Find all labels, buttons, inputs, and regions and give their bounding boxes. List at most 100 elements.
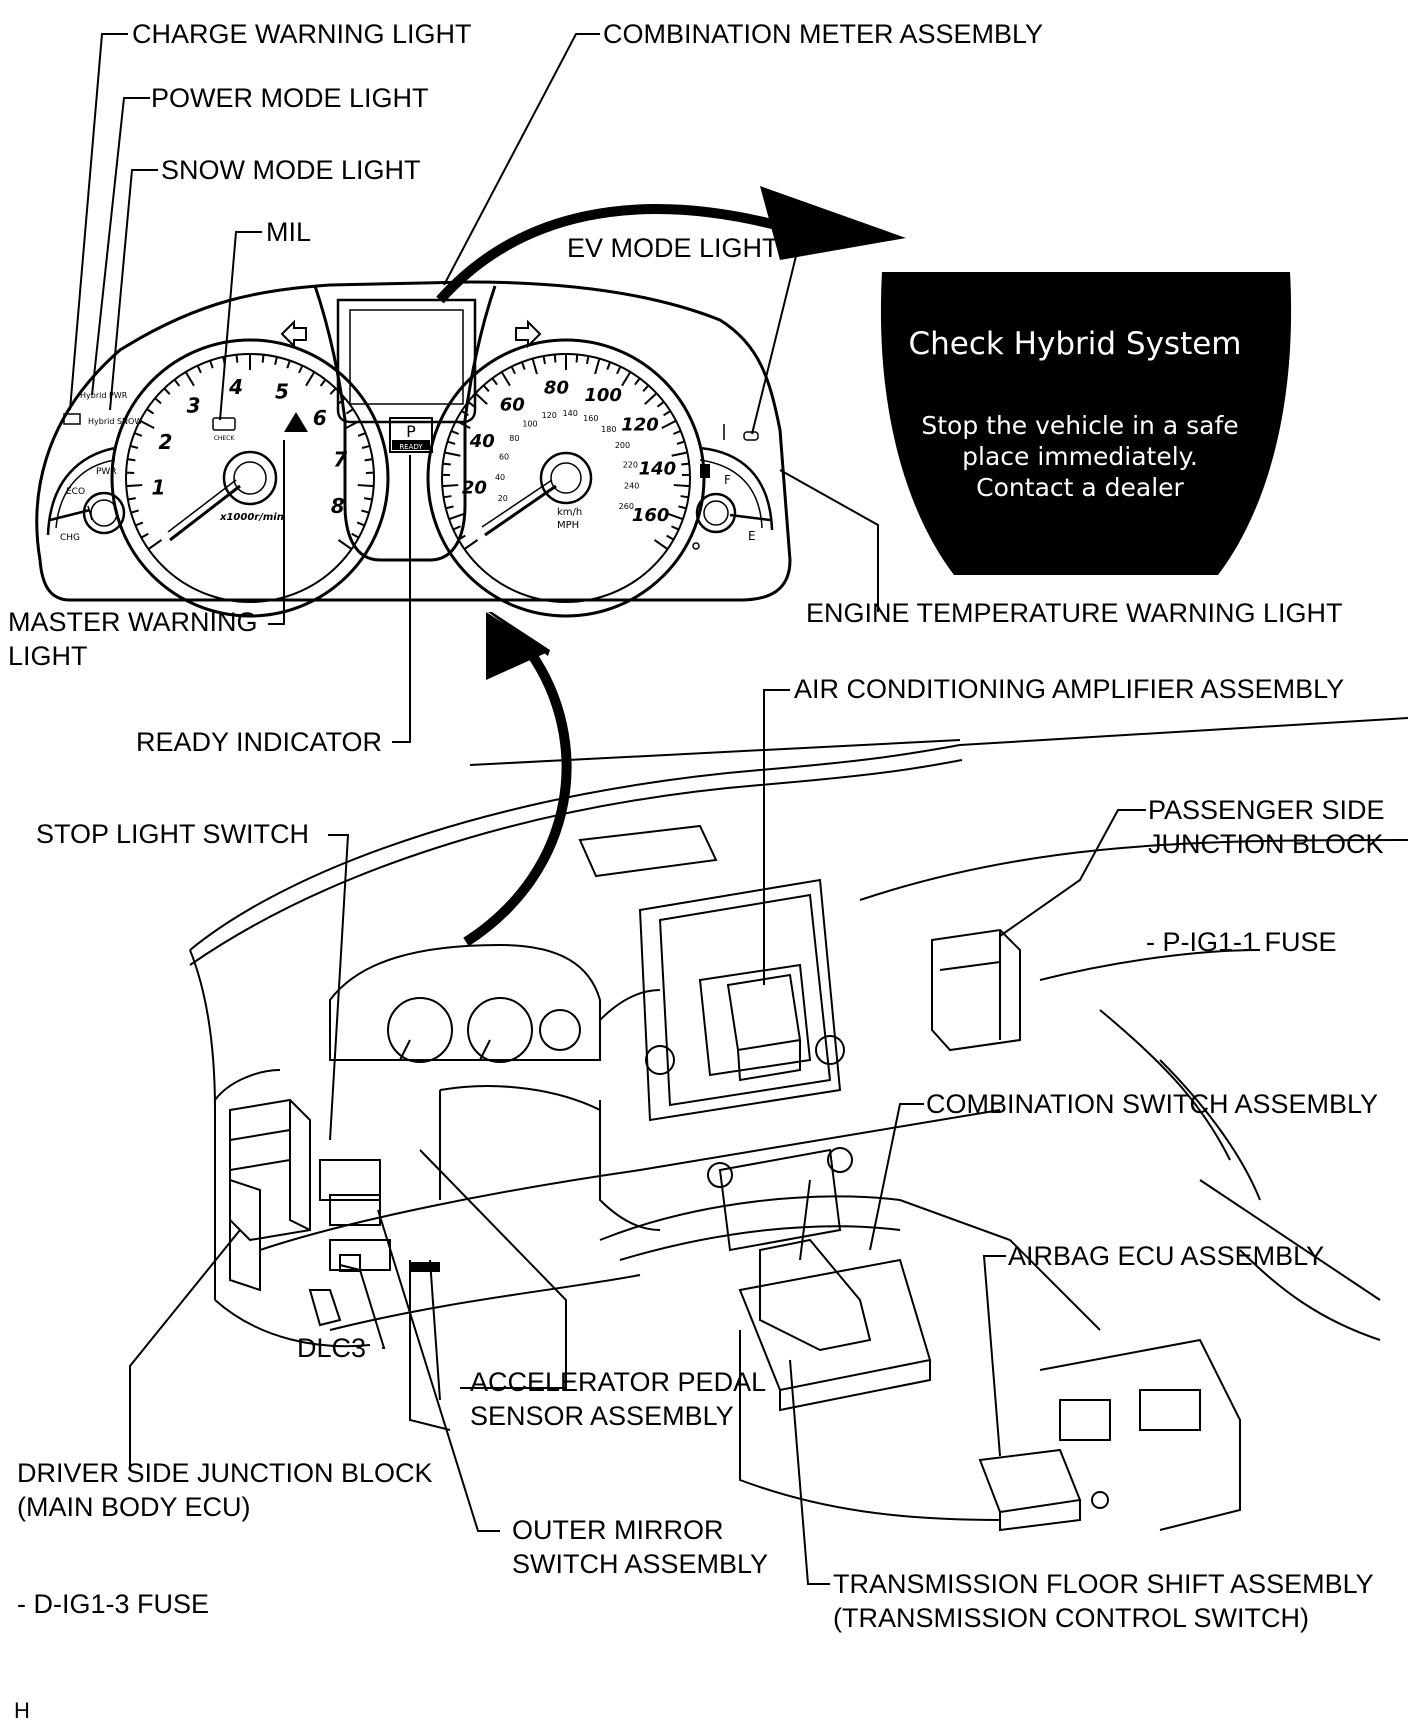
fuel-e-text: E (748, 529, 756, 543)
speedo-tick (642, 384, 650, 393)
tach-tick (173, 379, 181, 387)
arrow-to-display-head (760, 186, 906, 260)
speedo-tick (671, 451, 688, 457)
tach-unit-text: x1000r/min (219, 512, 284, 523)
tach-number: 1 (152, 476, 166, 500)
speedo-mph-number: 40 (469, 431, 495, 452)
tach-tick (127, 458, 136, 462)
speedo-tick (531, 358, 538, 375)
speedo-mph-number: 60 (500, 394, 525, 415)
speedo-tick (656, 401, 665, 408)
tach-tick (139, 419, 155, 430)
tach-tick (146, 408, 155, 415)
tach-number: 5 (275, 380, 289, 404)
label-master-warning-line-1: MASTER WARNING (8, 607, 258, 637)
message-line-1: Stop the vehicle in a safe (921, 411, 1238, 440)
tach-tick (163, 387, 171, 395)
speedo-tick (510, 366, 516, 375)
tach-tick (274, 356, 278, 365)
speedo-tick (467, 401, 476, 408)
label-passenger-side-junction-block-line-2: JUNCTION BLOCK (1148, 829, 1384, 859)
tach-tick (126, 484, 143, 488)
speedo-tick (455, 419, 471, 430)
arrow-to-display-shaft (436, 204, 782, 304)
tach-tick (338, 397, 346, 405)
speedo-kmh-number: 140 (563, 409, 578, 418)
speedo-tick (520, 361, 526, 370)
tach-tick (140, 532, 149, 539)
speedo-tick (482, 384, 490, 393)
tach-tick (129, 444, 139, 449)
tach-tick (364, 497, 373, 501)
tach-tick (361, 509, 370, 514)
hybrid-snow-text: Hybrid SNOW (88, 417, 142, 426)
speedo-tick (450, 430, 460, 435)
speedo-kmh-number: 60 (499, 452, 509, 461)
label-master-warning-line-2: LIGHT (8, 641, 88, 671)
speedo-mph-number: 140 (639, 458, 677, 479)
speedo-kmh-number: 260 (619, 502, 634, 511)
speedo-tick (457, 534, 466, 541)
chg-text: CHG (60, 533, 80, 543)
speedo-tick (461, 410, 469, 417)
tach-tick (184, 371, 195, 387)
speedo-tick (443, 495, 452, 499)
speedo-kmh-number: 120 (542, 411, 557, 420)
speedo-tick (621, 371, 632, 387)
speedo-mph-number: 120 (621, 414, 659, 435)
speedo-tick (678, 505, 687, 510)
tach-tick (345, 408, 354, 415)
tach-tick (196, 365, 202, 374)
tach-number: 3 (187, 393, 201, 417)
tach-tick (298, 365, 304, 374)
speedo-kmh-number: 240 (624, 481, 639, 490)
speedo-kmh-number: 220 (623, 460, 638, 469)
speedo-tick (634, 377, 641, 386)
tach-number: 4 (228, 375, 243, 399)
speedo-unit-top-text: km/h (557, 507, 582, 518)
tach-tick (127, 497, 136, 501)
label-snow-mode-light: SNOW MODE LIGHT (161, 155, 421, 185)
tach-tick (235, 354, 239, 363)
tach-tick (319, 379, 327, 387)
label-airbag-ecu-assembly: AIRBAG ECU ASSEMBLY (1008, 1241, 1325, 1271)
label-driver-side-junction-block-line-1: DRIVER SIDE JUNCTION BLOCK (17, 1458, 433, 1488)
speedo-tick (666, 534, 675, 541)
message-line-3: Contact a dealer (976, 473, 1184, 502)
shift-position-text: P (406, 422, 416, 441)
label-air-conditioning-amplifier-assembly: AIR CONDITIONING AMPLIFIER ASSEMBLY (794, 674, 1345, 704)
tach-number: 2 (158, 430, 172, 454)
leader-lines (69, 33, 1146, 1585)
label-engine-temperature-warning-light: ENGINE TEMPERATURE WARNING LIGHT (806, 598, 1343, 628)
multi-info-display-shape (880, 272, 1292, 575)
speedo-tick (661, 419, 677, 430)
speedo-mph-number: 160 (632, 505, 670, 526)
speedo-tick (445, 505, 454, 510)
check-text: CHECK (214, 435, 236, 442)
eco-text: ECO (66, 487, 85, 497)
speedo-tick (447, 440, 456, 445)
tach-tick (361, 444, 371, 449)
hybrid-pwr-text: Hybrid PWR (80, 391, 128, 400)
tach-tick (345, 419, 361, 430)
tach-tick (135, 521, 144, 527)
speedo-tick (676, 440, 685, 445)
speedo-kmh-number: 80 (509, 434, 519, 443)
speedo-tick (463, 539, 479, 550)
label-ready-indicator: READY INDICATOR (136, 727, 383, 757)
label-combination-meter-assembly: COMBINATION METER ASSEMBLY (603, 19, 1044, 49)
speedo-tick (585, 355, 590, 365)
speedo-tick (474, 392, 488, 405)
label-stop-light-switch: STOP LIGHT SWITCH (36, 819, 310, 849)
tach-tick (357, 432, 366, 437)
label-passenger-side-junction-block-line-1: PASSENGER SIDE (1148, 795, 1385, 825)
speedo-tick (575, 354, 579, 363)
speedo-tick (444, 451, 461, 457)
label-outer-mirror-switch-line-2: SWITCH ASSEMBLY (512, 1549, 769, 1579)
tachometer-ticks (126, 354, 374, 550)
tach-tick (329, 387, 337, 395)
label-p-ig1-1-fuse: - P-IG1-1 FUSE (1146, 927, 1337, 957)
tach-number: 7 (333, 448, 347, 472)
speedo-kmh-number: 20 (498, 494, 508, 503)
